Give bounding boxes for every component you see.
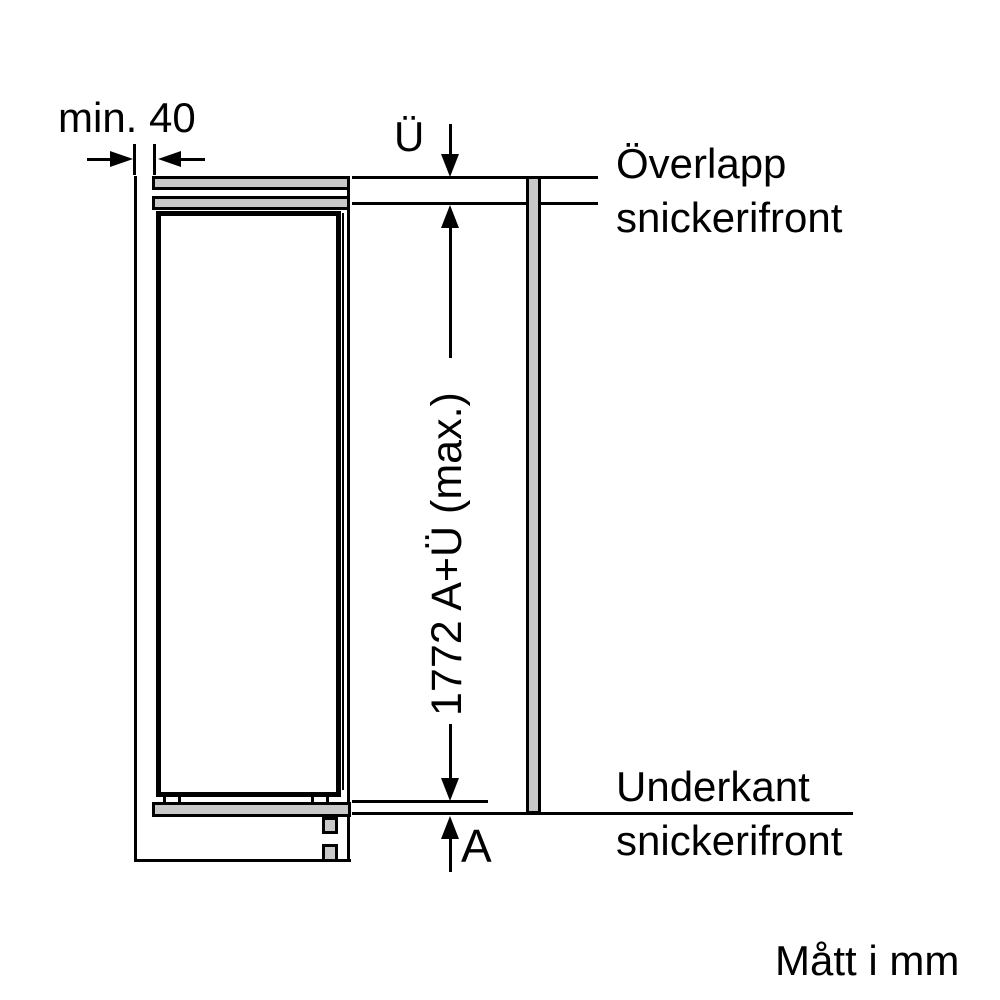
underkant-caption-line1: Underkant bbox=[616, 763, 810, 810]
min-gap-tick-left bbox=[133, 144, 136, 175]
hinge-block-upper bbox=[322, 817, 338, 834]
u-arrow-head bbox=[441, 154, 459, 177]
min-gap-arrow-right-shaft bbox=[181, 158, 205, 161]
niche-right-wall bbox=[347, 176, 350, 862]
niche-left-wall bbox=[134, 176, 137, 862]
top-rail-lower bbox=[152, 196, 350, 210]
overlap-symbol-label: Ü bbox=[394, 113, 425, 160]
min-gap-arrow-right-head bbox=[158, 151, 181, 167]
units-note-label: Mått i mm bbox=[775, 937, 960, 984]
height-arrow-top-head bbox=[441, 205, 459, 228]
height-arrow-bottom-head bbox=[441, 778, 459, 801]
door-bottom-tab-right bbox=[311, 797, 329, 804]
min-gap-label: min. 40 bbox=[58, 94, 196, 141]
overlap-caption-line2: snickerifront bbox=[616, 194, 843, 242]
u-arrow-shaft bbox=[449, 124, 452, 156]
recess-symbol-label: A bbox=[461, 820, 492, 872]
bottom-rail bbox=[152, 802, 351, 817]
top-rail-upper bbox=[152, 176, 350, 190]
niche-bottom-line bbox=[134, 859, 351, 862]
appliance-side-line bbox=[342, 213, 344, 790]
underkant-line bbox=[352, 812, 853, 815]
overlap-bottom-line bbox=[352, 202, 598, 205]
height-reference-line bbox=[352, 800, 488, 803]
underkant-caption: Underkant snickerifront bbox=[616, 763, 842, 864]
overlap-top-line bbox=[352, 176, 598, 179]
height-arrow-top-shaft bbox=[449, 227, 452, 358]
min-gap-arrow-left-head bbox=[110, 151, 133, 167]
a-arrow-head bbox=[441, 816, 459, 839]
hinge-block-lower bbox=[322, 844, 338, 862]
underkant-caption-line2: snickerifront bbox=[616, 817, 843, 865]
height-dimension-label: 1772 A+Ü (max.) bbox=[423, 392, 471, 716]
a-arrow-shaft bbox=[449, 838, 452, 872]
overlap-caption-line1: Överlapp bbox=[616, 140, 787, 187]
furniture-front-panel bbox=[526, 176, 541, 814]
min-gap-tick-right bbox=[153, 144, 156, 175]
height-arrow-bottom-shaft bbox=[449, 724, 452, 780]
overlap-caption: Överlapp snickerifront bbox=[616, 140, 842, 241]
appliance-door bbox=[156, 211, 341, 797]
min-gap-arrow-left-shaft bbox=[87, 158, 113, 161]
door-bottom-tab-left bbox=[163, 797, 181, 804]
